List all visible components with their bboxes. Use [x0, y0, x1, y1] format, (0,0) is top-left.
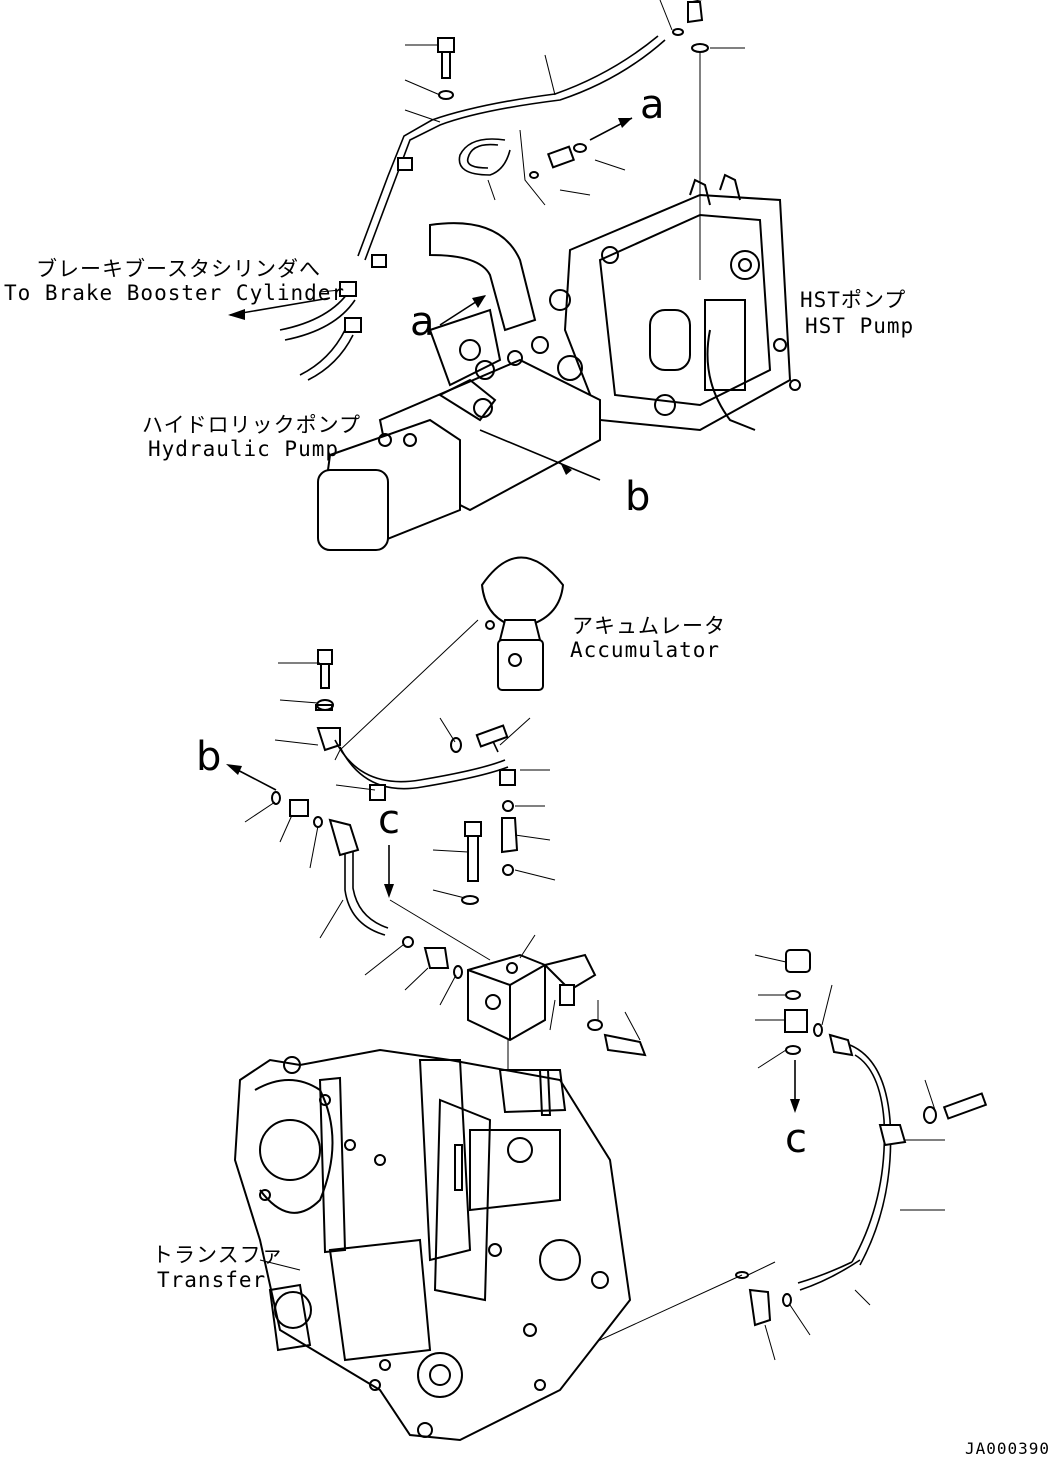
middle-leaders	[244, 619, 641, 1041]
brake-booster-label-en: To Brake Booster Cylinder	[4, 281, 345, 305]
callout-c-middle: c	[378, 797, 400, 843]
text-labels: ブレーキブースタシリンダへ To Brake Booster Cylinder …	[4, 82, 1048, 1458]
transfer-label-jp: トランスファ	[152, 1243, 284, 1267]
callout-b-lower: b	[196, 734, 221, 780]
hydraulic-pump-label-en: Hydraulic Pump	[148, 437, 339, 461]
transfer-leaders	[259, 1259, 301, 1271]
callout-a-lower: a	[410, 299, 435, 345]
right-hose	[735, 949, 988, 1327]
accumulator-label-jp: アキュムレータ	[572, 614, 726, 638]
callout-b-upper: b	[625, 474, 650, 520]
accumulator	[480, 556, 565, 691]
upper-fittings	[437, 0, 709, 280]
transfer-label-en: Transfer	[157, 1268, 266, 1292]
hst-pump-assembly	[531, 173, 801, 432]
callout-c-right: c	[785, 1116, 807, 1162]
upper-arrows	[228, 117, 633, 481]
right-leaders	[479, 954, 945, 1396]
accumulator-label-en: Accumulator	[570, 638, 720, 662]
middle-arrows	[226, 764, 394, 898]
transfer-case	[233, 1048, 632, 1442]
hydraulic-pump-label-jp: ハイドロリックポンプ	[142, 413, 361, 437]
middle-piping	[271, 649, 519, 979]
valve-block	[467, 953, 647, 1130]
suction-pipe	[429, 222, 537, 332]
upper-leaders	[319, 0, 745, 293]
hst-pump-label-jp: HSTポンプ	[800, 288, 906, 312]
hst-pump-label-en: HST Pump	[805, 314, 914, 338]
drawing-code: JA000390	[965, 1439, 1048, 1458]
brake-booster-label-jp: ブレーキブースタシリンダへ	[36, 257, 321, 281]
callout-a-upper: a	[640, 82, 665, 128]
